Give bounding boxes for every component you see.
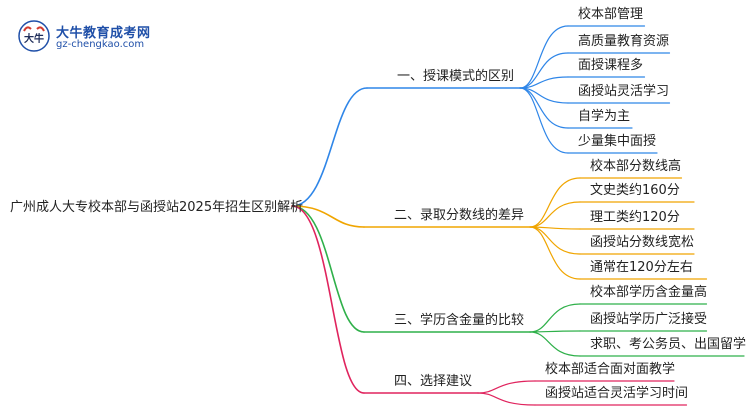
bull-logo-icon: 大牛 [18,20,50,52]
branch-connector [291,205,365,333]
logo-mark-text: 大牛 [24,32,44,45]
leaf-label: 校本部学历含金量高 [590,285,708,300]
leaf-label: 自学为主 [578,109,631,124]
leaf-connector [529,177,581,228]
leaf-connector [519,25,569,89]
branch-connector [291,87,368,207]
branch-connector [291,205,365,394]
leaf-connector [529,331,581,357]
leaf-label: 高质量教育资源 [578,34,670,49]
logo-name: 大牛教育成考网 [56,26,151,41]
leaf-connector [529,201,581,228]
leaf-label: 求职、考公务员、出国留学 [590,337,747,352]
leaf-connector [529,330,581,333]
leaf-connector [477,380,536,394]
leaf-label: 校本部管理 [578,7,644,22]
logo-url: gz-chengkao.com [56,39,145,50]
leaf-connector [519,87,569,154]
leaf-label: 文史类约160分 [590,183,680,198]
leaf-connector [529,303,581,333]
branch-label: 四、选择建议 [394,374,473,389]
leaf-connector [529,226,581,280]
leaf-connector [529,226,581,255]
leaf-label: 校本部分数线高 [590,159,682,174]
leaf-label: 校本部适合面对面教学 [545,362,676,377]
leaf-connector [519,87,569,129]
leaf-label: 理工类约120分 [590,210,680,225]
leaf-label: 函授站分数线宽松 [590,235,695,250]
leaf-connector [519,52,569,89]
branch-connector [291,205,365,228]
branch-label: 一、授课模式的区别 [397,69,515,84]
branch-label: 二、录取分数线的差异 [394,208,525,223]
leaf-label: 函授站学历广泛接受 [590,312,708,327]
leaf-label: 面授课程多 [578,58,644,73]
leaf-label: 函授站适合灵活学习时间 [545,386,689,401]
leaf-label: 函授站灵活学习 [578,84,670,99]
leaf-label: 少量集中面授 [578,134,657,149]
brand-logo: 大牛 大牛教育成考网 gz-chengkao.com [18,16,168,56]
root-topic: 广州成人大专校本部与函授站2025年招生区别解析 [10,200,304,215]
leaf-label: 通常在120分左右 [590,260,693,275]
branch-label: 三、学历含金量的比较 [394,313,525,328]
leaf-connector [477,392,536,406]
